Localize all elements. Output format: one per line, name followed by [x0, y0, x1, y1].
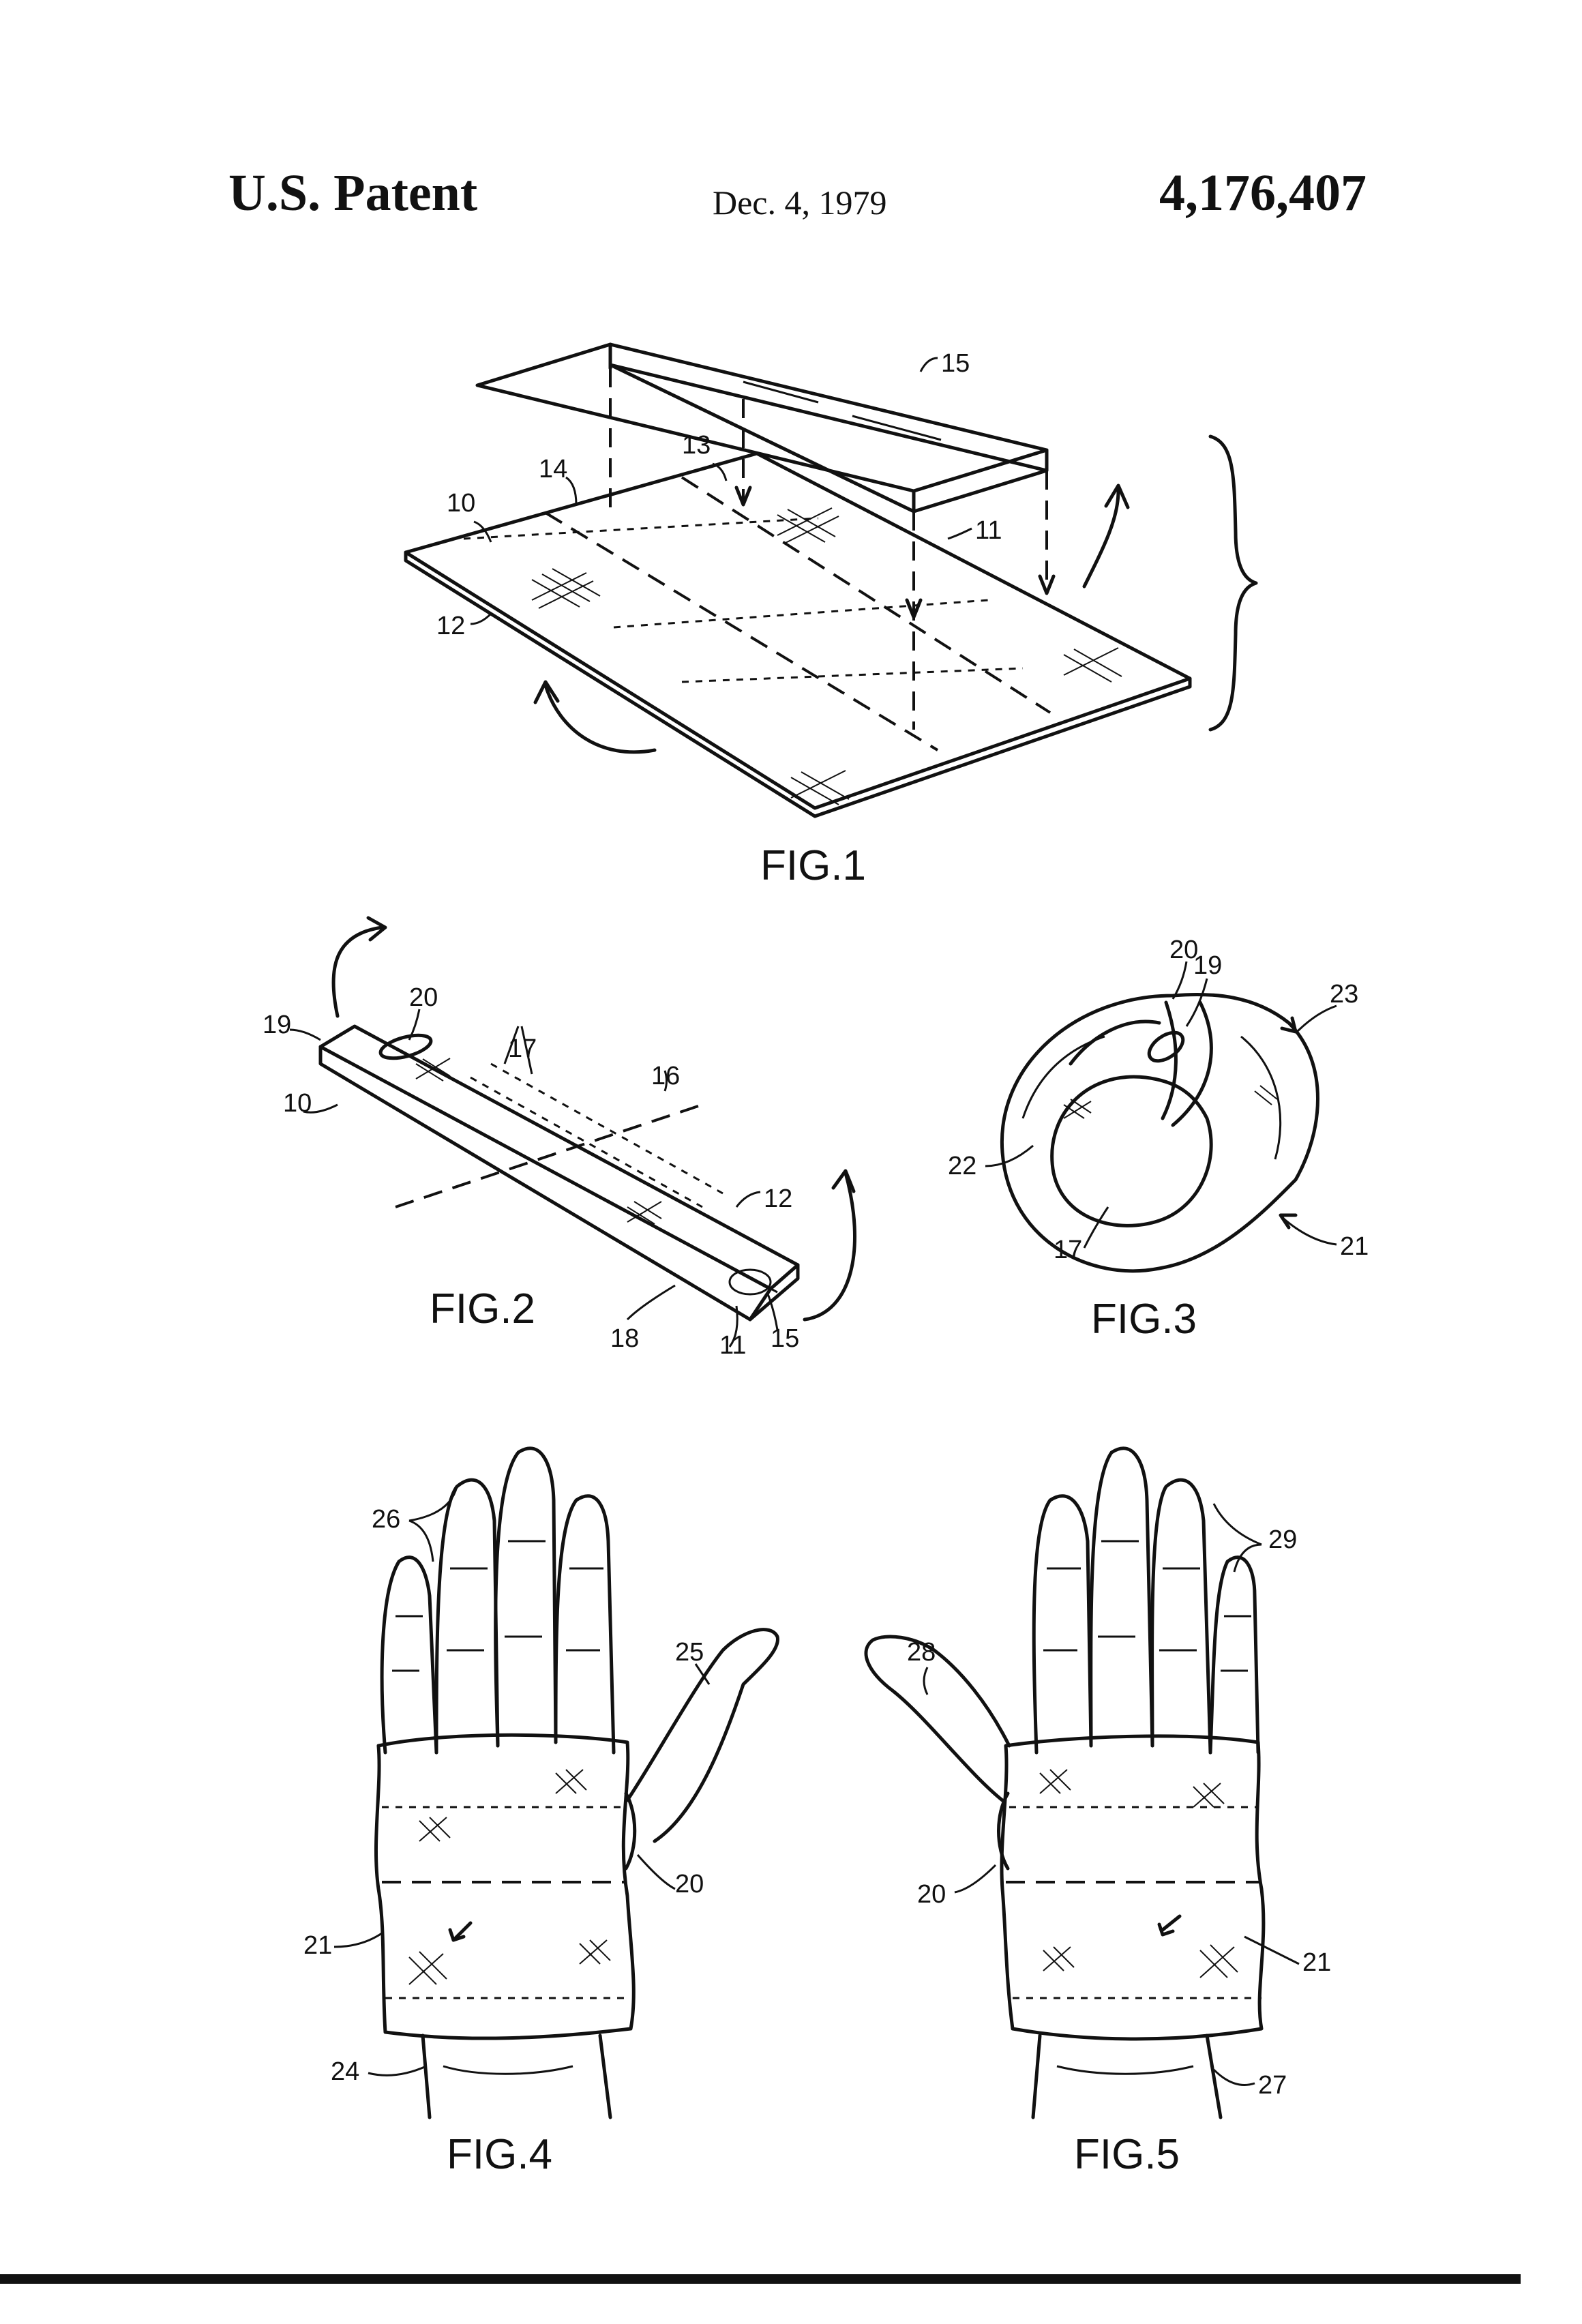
fig2-drawing: 19 20 17 16 10 12 18 11 15 FIG.2 — [263, 916, 856, 1360]
fig2-ref-19: 19 — [263, 1011, 291, 1039]
fig4-wrist-left — [421, 2034, 432, 2119]
fig3-ref-23: 23 — [1330, 980, 1358, 1009]
fig3-ref-19: 19 — [1193, 951, 1222, 980]
fig4-little-finger — [380, 1555, 438, 1755]
fig5-ref-20: 20 — [917, 1880, 946, 1909]
fig5-drawing: 29 28 20 21 27 FIG.5 — [864, 1446, 1331, 2178]
fig2-ref-11: 11 — [719, 1331, 746, 1360]
fig3-drawing: 20 19 23 22 17 21 FIG.3 — [948, 936, 1369, 1343]
fig4-slit — [624, 1791, 637, 1871]
fig2-roll-arrow-right — [803, 1171, 856, 1322]
fig2-centre-line — [395, 1103, 703, 1208]
fig3-roll-opening — [1050, 1075, 1213, 1227]
bottom-rule — [0, 2274, 1521, 2284]
fig2-ref-16: 16 — [651, 1062, 680, 1090]
fig2-ref-17: 17 — [508, 1034, 537, 1063]
fig2-slit — [378, 1033, 433, 1060]
fig4-ref-25: 25 — [675, 1638, 704, 1667]
fig5-little-finger — [1208, 1555, 1260, 1755]
fig3-ref-20: 20 — [1169, 936, 1198, 964]
patent-label: U.S. Patent — [228, 164, 478, 222]
fig1-ref-11: 11 — [975, 516, 1002, 545]
fig2-tube-top — [318, 1024, 800, 1291]
fig5-ring-finger — [1150, 1478, 1212, 1755]
fig3-caption: FIG.3 — [1091, 1296, 1197, 1343]
fig1-brace — [1208, 434, 1258, 732]
fig1-fold-arrow-right — [1082, 489, 1120, 589]
fig1-ref-12: 12 — [436, 612, 465, 640]
fig4-thumb — [625, 1628, 779, 1843]
fig4-caption: FIG.4 — [447, 2131, 552, 2178]
fig5-ref-28: 28 — [907, 1638, 936, 1667]
fig1-ref-10: 10 — [447, 489, 475, 518]
fig2-ref-12: 12 — [764, 1185, 792, 1213]
fig5-caption: FIG.5 — [1074, 2131, 1180, 2178]
fig3-ref-22: 22 — [948, 1152, 976, 1180]
fig1-fabric-hatch — [531, 507, 1122, 805]
fig1-strip-end — [912, 468, 1049, 513]
fig4-wrap — [374, 1733, 636, 2040]
fig4-drawing: 26 25 20 21 24 FIG.4 — [303, 1446, 779, 2178]
fig3-ref-21: 21 — [1340, 1232, 1369, 1261]
fig1-ref-14: 14 — [539, 455, 567, 483]
fig5-index-finger — [1032, 1494, 1093, 1755]
fig5-ref-27: 27 — [1258, 2071, 1287, 2100]
fig2-tube-end — [748, 1263, 800, 1322]
fig1-ref-15: 15 — [941, 349, 970, 378]
fig5-wrist-left — [1031, 2034, 1042, 2119]
fig5-middle-finger — [1089, 1446, 1154, 1748]
fig4-ring-finger — [434, 1478, 500, 1755]
fig3-slit — [1147, 1030, 1185, 1063]
fig4-ref-20: 20 — [675, 1870, 704, 1898]
fig5-ref-29: 29 — [1268, 1525, 1297, 1554]
fig3-roll-outline — [1000, 992, 1319, 1273]
fig2-ref-20: 20 — [409, 983, 438, 1012]
fig4-index-finger — [554, 1494, 616, 1755]
fig1-fold-arrow-left — [543, 683, 657, 754]
fig1-sheet — [404, 451, 1192, 810]
fig4-ref-26: 26 — [372, 1505, 400, 1534]
fig2-ref-15: 15 — [771, 1324, 799, 1353]
fig1-fold-line-b — [681, 476, 1051, 714]
patent-number: 4,176,407 — [1159, 164, 1367, 222]
fig2-ref-18: 18 — [610, 1324, 639, 1353]
fig1-drawing: 15 13 14 10 11 12 FIG.1 — [404, 342, 1258, 889]
fig5-ref-21: 21 — [1302, 1948, 1331, 1977]
fig4-wrist-right — [598, 2034, 612, 2119]
fig2-roll-arrow-top — [331, 925, 384, 1018]
fig1-ref-13: 13 — [682, 431, 711, 460]
fig3-ref-17: 17 — [1054, 1236, 1082, 1264]
fig2-ref-10: 10 — [283, 1089, 312, 1118]
fig1-sheet-edge — [404, 550, 1192, 818]
fig5-slit — [997, 1791, 1010, 1871]
fig5-wrap — [1000, 1734, 1266, 2041]
fig4-ref-24: 24 — [331, 2057, 359, 2086]
patent-date: Dec. 4, 1979 — [713, 183, 887, 222]
fig2-caption: FIG.2 — [430, 1285, 535, 1332]
fig5-wrist-right — [1205, 2034, 1223, 2119]
fig4-ref-21: 21 — [303, 1931, 332, 1960]
fig4-middle-finger — [494, 1446, 558, 1748]
fig5-thumb — [864, 1635, 1011, 1802]
fig1-fold-line-a — [544, 511, 939, 751]
fig1-caption: FIG.1 — [760, 842, 866, 889]
